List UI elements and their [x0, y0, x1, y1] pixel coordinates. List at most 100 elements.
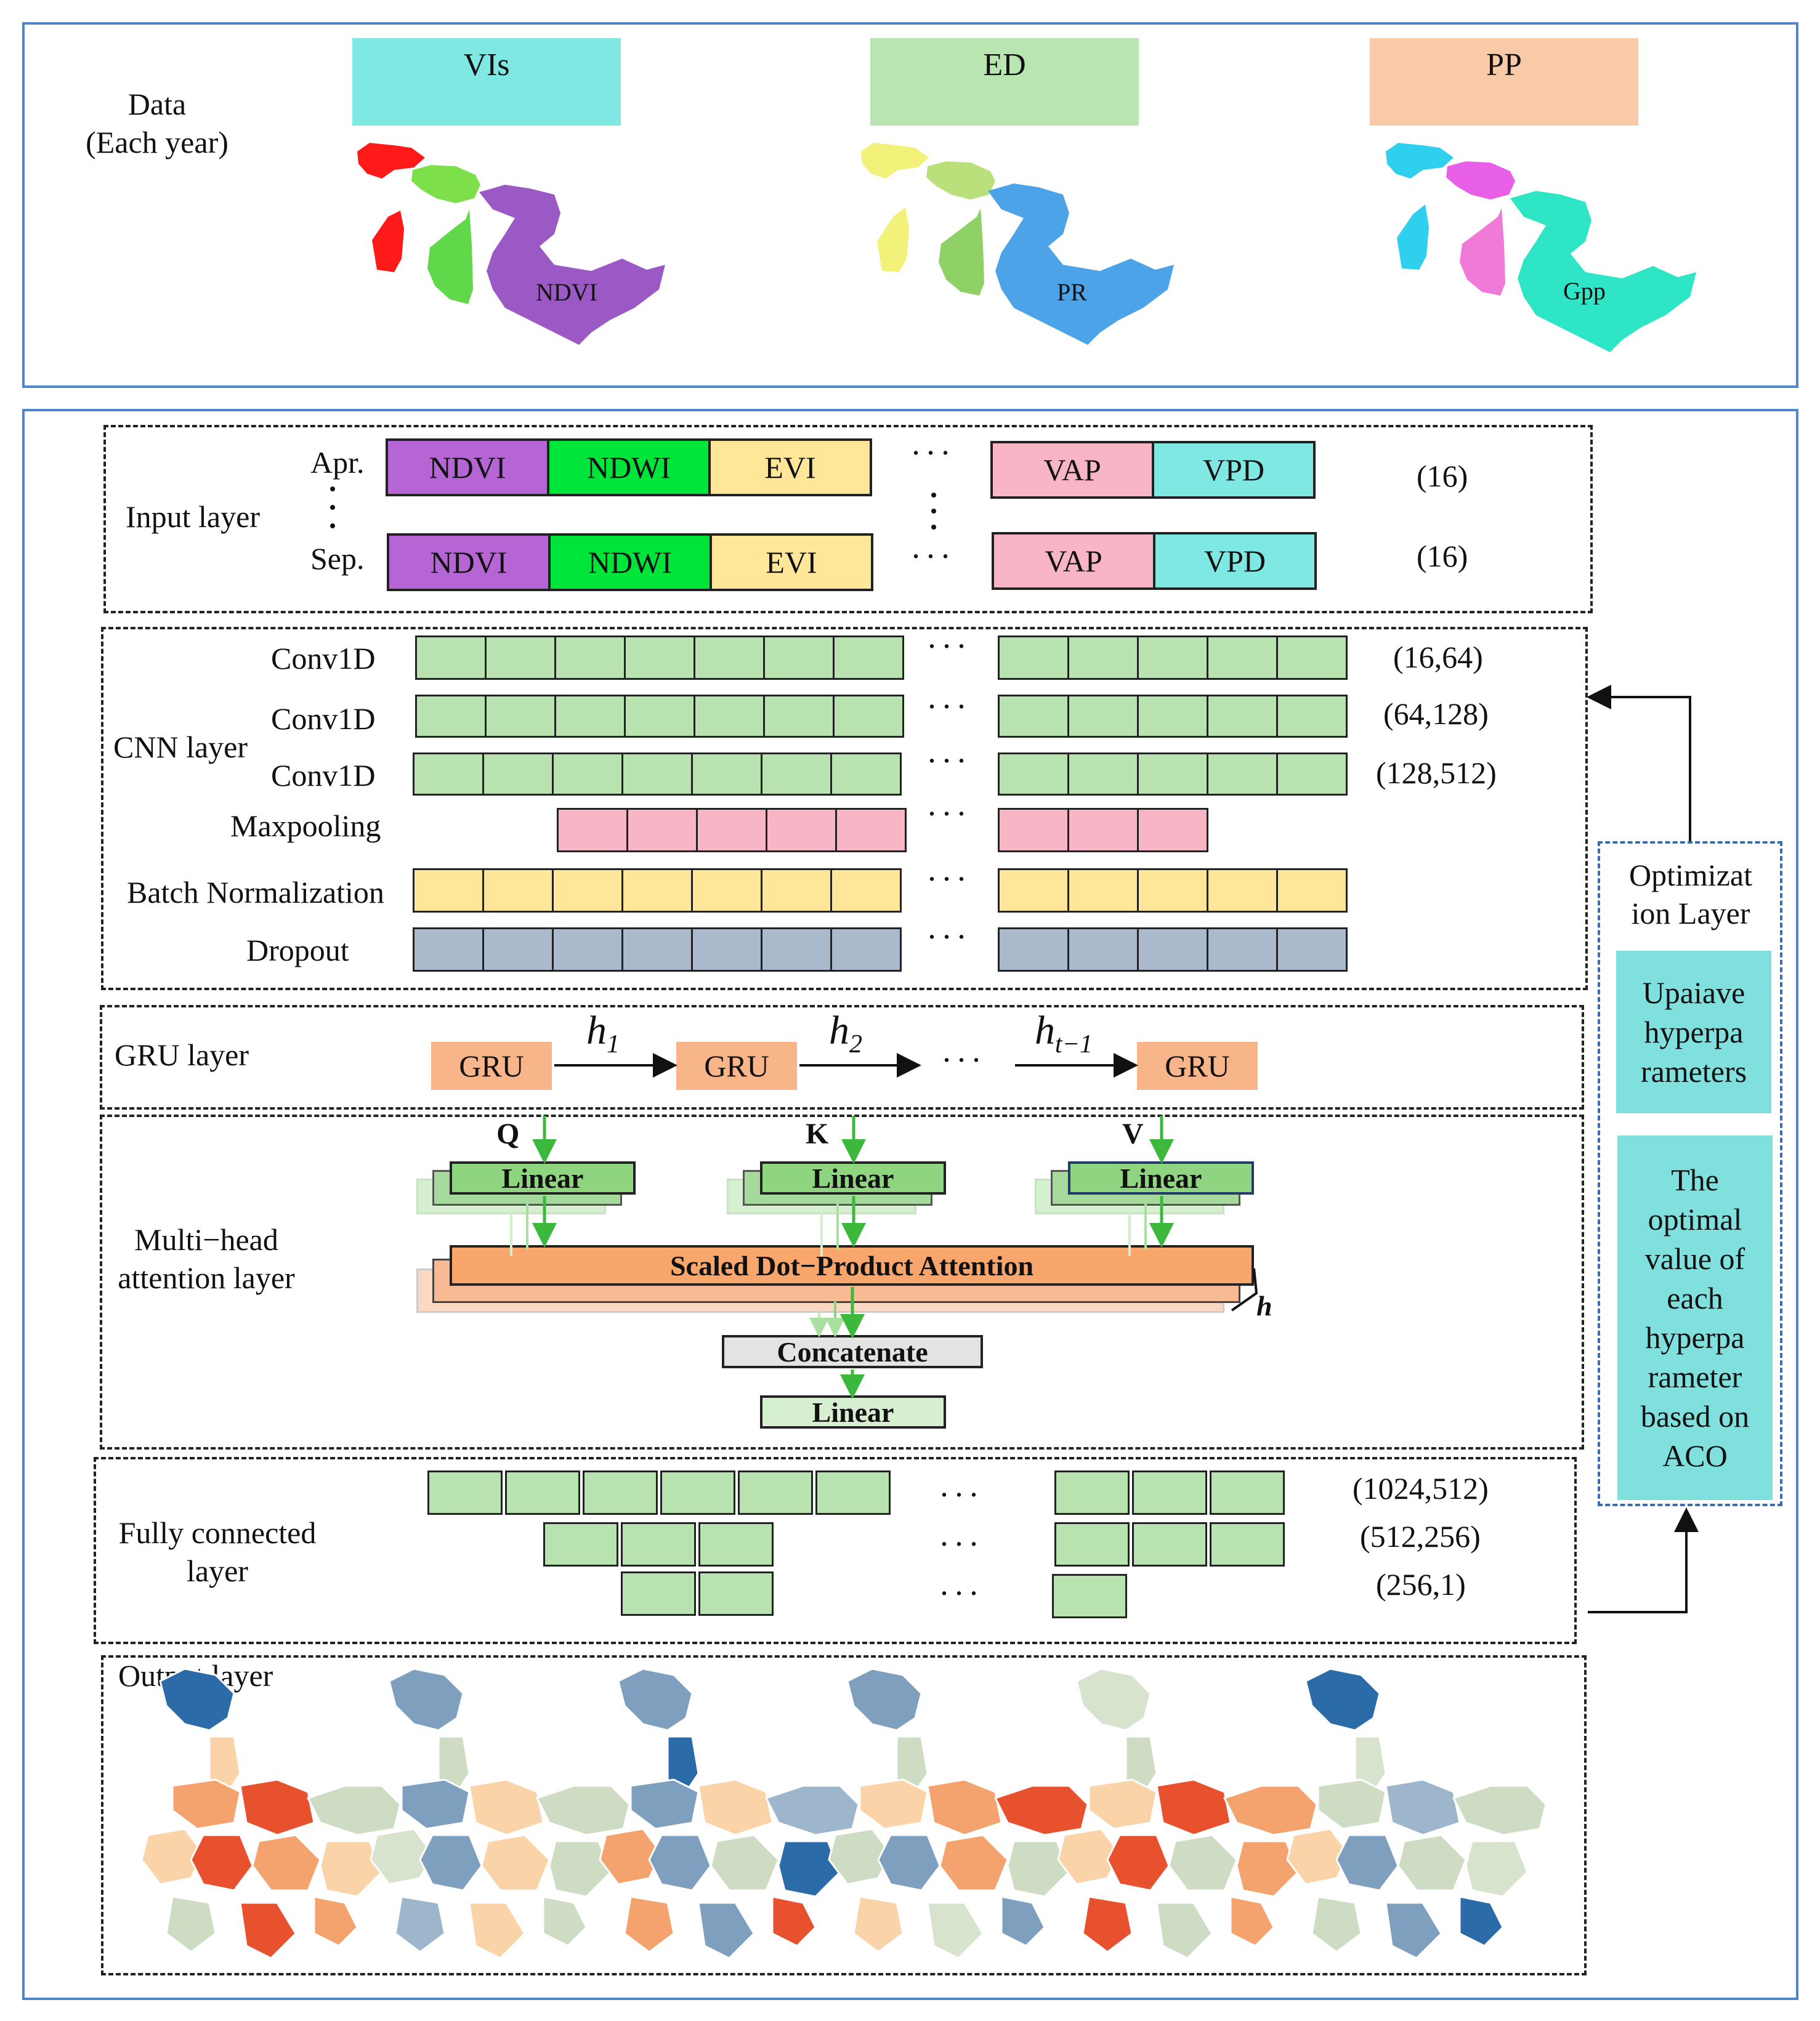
tensor-cell	[763, 635, 835, 680]
output-map-region	[1125, 1735, 1158, 1793]
tensor-cell	[1276, 635, 1348, 680]
output-map-region	[666, 1735, 700, 1793]
tensor-cell	[698, 1571, 774, 1616]
tensor-cell	[1067, 808, 1139, 852]
output-map-region	[1304, 1668, 1381, 1732]
cnn-row-6-left	[413, 927, 902, 972]
tensor-cell	[998, 752, 1069, 796]
fc-layer-box	[94, 1457, 1577, 1644]
output-map-region	[939, 1834, 1009, 1892]
tensor-cell	[583, 1470, 658, 1515]
output-map-region	[993, 1785, 1089, 1836]
tensor-cell	[833, 635, 904, 680]
cnn-layer-box	[101, 627, 1588, 990]
output-map-region	[1088, 1778, 1158, 1830]
fc-row-2-right	[1054, 1522, 1287, 1567]
tensor-cell	[1207, 927, 1278, 972]
ellipsis-cnn-3: ···	[926, 742, 971, 779]
cnn-row-name-5: Batch Normalization	[127, 875, 384, 910]
tensor-cell	[482, 927, 554, 972]
tensor-cell	[998, 868, 1069, 913]
feature-ndwi-apr: NDWI	[547, 438, 711, 496]
output-map-region	[859, 1778, 929, 1830]
output-map-5	[1057, 1668, 1318, 1959]
output-map-region	[697, 1902, 755, 1959]
tensor-cell	[830, 927, 902, 972]
output-map-region	[1311, 1895, 1362, 1953]
pp-header: PP	[1370, 38, 1638, 126]
vis-header: VIs	[352, 38, 621, 126]
tensor-cell	[621, 752, 693, 796]
cnn-row-3-left	[413, 752, 902, 796]
tensor-cell	[691, 752, 762, 796]
tensor-cell	[1210, 1470, 1285, 1515]
tensor-cell	[761, 927, 832, 972]
output-map-region	[190, 1834, 254, 1892]
output-map-region	[710, 1834, 780, 1892]
output-map-region	[1465, 1840, 1529, 1898]
ed-map-1	[861, 143, 929, 179]
vertical-dots-mid	[931, 493, 937, 536]
tensor-cell	[738, 1470, 813, 1515]
input-v: V	[1122, 1118, 1144, 1150]
gru-layer-label: GRU layer	[115, 1038, 249, 1072]
output-map-region	[623, 1895, 675, 1953]
attention-label-line1: Multi−head	[134, 1222, 278, 1257]
output-map-region	[1385, 1902, 1442, 1959]
tensor-cell	[413, 752, 484, 796]
output-map-region	[846, 1668, 923, 1732]
output-map-region	[1397, 1834, 1467, 1892]
output-linear-box: Linear	[760, 1395, 946, 1429]
data-panel	[22, 22, 1798, 388]
output-map-region	[548, 1840, 612, 1898]
ed-header: ED	[870, 38, 1139, 126]
tensor-cell	[1137, 695, 1208, 738]
tensor-cell	[1207, 635, 1278, 680]
opt-box2-line7: based on	[1640, 1399, 1750, 1434]
gru-cell-1: GRU	[431, 1042, 552, 1090]
feature-ndwi-sep: NDWI	[548, 533, 712, 591]
heads-label: h	[1256, 1290, 1272, 1321]
tensor-cell	[660, 1470, 735, 1515]
optimization-title: Optimizat ion Layer	[1601, 856, 1780, 932]
ed-map-3	[877, 207, 909, 272]
pp-map-label: Gpp	[1563, 277, 1606, 305]
tensor-cell	[621, 1571, 696, 1616]
tensor-cell	[621, 868, 693, 913]
output-maps	[140, 1668, 1547, 1959]
vertical-dots-left	[330, 486, 336, 536]
hidden-state-t-1: ht−1	[1035, 1008, 1093, 1059]
tensor-cell	[621, 927, 693, 972]
output-map-region	[896, 1735, 929, 1793]
tensor-cell	[766, 808, 837, 852]
tensor-cell	[835, 808, 907, 852]
cnn-row-name-2: Conv1D	[271, 701, 376, 736]
vis-map-label: NDVI	[536, 278, 597, 306]
vis-map-3	[372, 211, 404, 272]
output-map-2	[370, 1668, 631, 1959]
tensor-cell	[485, 635, 556, 680]
ellipsis-gru: ···	[941, 1041, 985, 1078]
output-map-region	[1354, 1735, 1387, 1793]
opt-box2-line5: hyperpa	[1645, 1320, 1745, 1355]
output-map-region	[877, 1834, 941, 1892]
attention-layer-box	[100, 1115, 1584, 1450]
pp-map-2	[1446, 161, 1515, 200]
tensor-cell	[833, 695, 904, 738]
tensor-cell	[1067, 695, 1139, 738]
feature-evi-apr: EVI	[708, 438, 872, 496]
attention-layer-label: Multi−head attention layer	[105, 1220, 308, 1297]
hidden-state-1: h1	[586, 1008, 620, 1059]
input-dim-sep: (16)	[1417, 539, 1468, 573]
tensor-cell	[1207, 752, 1278, 796]
output-map-region	[617, 1668, 694, 1732]
ellipsis-cnn-6: ···	[926, 918, 971, 955]
model-panel	[22, 409, 1798, 2000]
cnn-row-name-6: Dropout	[246, 933, 349, 967]
fc-dim-2: (512,256)	[1360, 1519, 1481, 1554]
scaled-dot-product-attention: Scaled Dot−Product Attention	[450, 1245, 1254, 1286]
output-map-region	[313, 1895, 358, 1947]
ed-map-2	[926, 161, 995, 200]
input-layer-box	[103, 425, 1593, 613]
optimization-title-line2: ion Layer	[1631, 896, 1750, 930]
